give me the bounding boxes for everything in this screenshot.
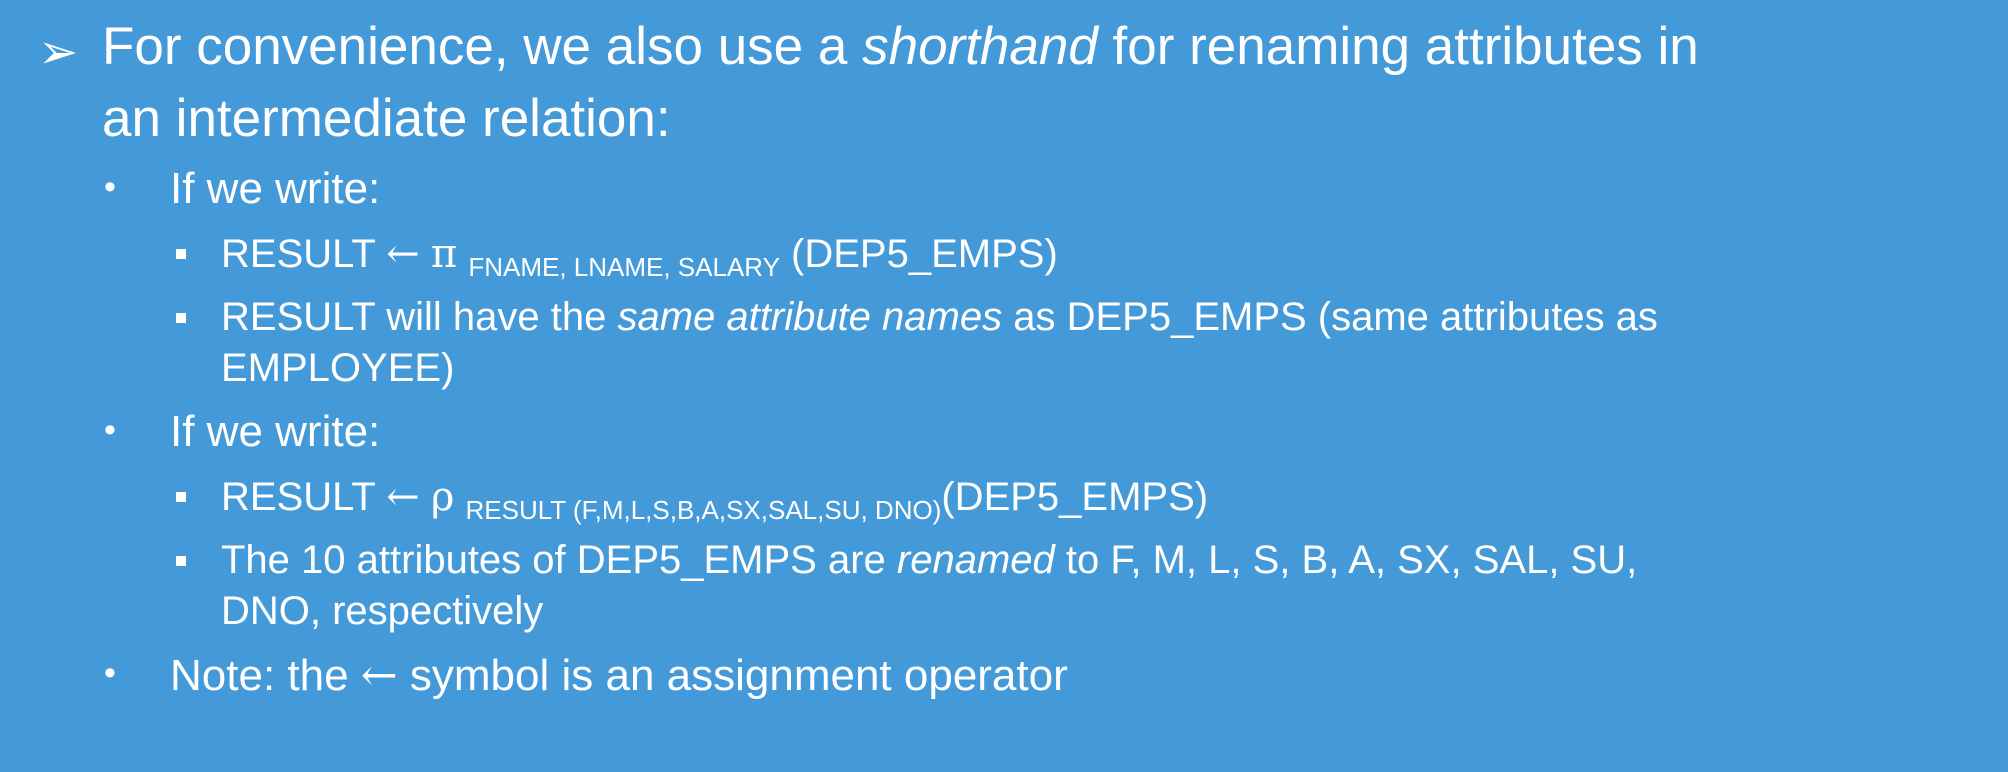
note-line: Note: the ← symbol is an assignment oper… [170, 650, 1068, 701]
note-text-end: symbol is an assignment operator [397, 651, 1068, 700]
explanation-text: RESULT will have the [221, 295, 618, 339]
main-point-line2: an intermediate relation: [102, 89, 671, 148]
projection-symbol: π [430, 231, 458, 277]
explanation-text-end: as DEP5_EMPS (same attributes as [1002, 295, 1658, 339]
main-point-text-end: for renaming attributes in [1097, 17, 1699, 76]
bullet1-explanation-line1: RESULT will have the same attribute name… [221, 295, 1658, 340]
bullet1-explanation-line2: EMPLOYEE) [221, 346, 455, 390]
main-point-text: For convenience, we also use a [102, 17, 863, 76]
explanation-text-end: to F, M, L, S, B, A, SX, SAL, SU, [1054, 538, 1638, 582]
formula-subscript: RESULT (F,M,L,S,B,A,SX,SAL,SU, DNO) [465, 495, 942, 525]
assign-arrow-symbol: ← [386, 231, 420, 277]
explanation-text: The 10 attributes of DEP5_EMPS are [221, 538, 897, 582]
bullet2-formula: RESULT ← ρ RESULT (F,M,L,S,B,A,SX,SAL,SU… [221, 474, 1209, 525]
formula-subscript: FNAME, LNAME, SALARY [468, 252, 780, 282]
square-bullet-icon [176, 313, 186, 323]
bullet-dot-icon: • [104, 654, 116, 692]
arrow-bullet-icon: ➢ [38, 26, 79, 79]
formula-lhs: RESULT [221, 475, 376, 519]
bullet1-formula: RESULT ← π FNAME, LNAME, SALARY (DEP5_EM… [221, 231, 1058, 282]
assign-arrow-symbol: ← [386, 474, 420, 520]
formula-argument: (DEP5_EMPS) [791, 232, 1058, 276]
bullet1-label: If we write: [170, 164, 381, 213]
square-bullet-icon [176, 249, 186, 259]
bullet-dot-icon: • [104, 168, 116, 206]
explanation-emphasis: renamed [896, 538, 1055, 582]
bullet-dot-icon: • [104, 411, 116, 449]
square-bullet-icon [176, 556, 186, 566]
assign-arrow-symbol: ← [360, 650, 398, 701]
bullet2-explanation-line2: DNO, respectively [221, 589, 544, 633]
note-text: Note: the [170, 651, 361, 700]
square-bullet-icon [176, 492, 186, 502]
bullet2-explanation-line1: The 10 attributes of DEP5_EMPS are renam… [221, 538, 1637, 583]
main-point-line1: For convenience, we also use a shorthand… [102, 16, 1699, 77]
formula-lhs: RESULT [221, 232, 376, 276]
explanation-emphasis: same attribute names [617, 295, 1003, 339]
main-point-emphasis: shorthand [862, 17, 1098, 76]
rename-symbol: ρ [430, 474, 455, 520]
formula-argument: (DEP5_EMPS) [941, 475, 1209, 519]
bullet2-label: If we write: [170, 407, 381, 456]
